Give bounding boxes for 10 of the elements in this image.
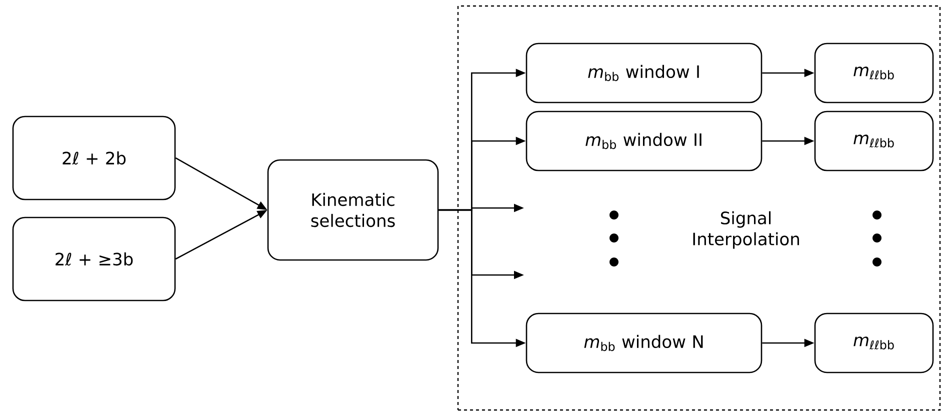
process-box: m$_{ℓℓbb}$ [814,312,934,374]
process-box: m$_{ℓℓbb}$ [814,42,934,104]
region-label: Signal Interpolation [693,211,799,249]
process-box: Kinematic selections [267,159,439,261]
process-box: m$_{ℓℓbb}$ [814,110,934,172]
process-box: m$_{bb}$ window II [526,110,762,172]
process-box: m$_{bb}$ window I [526,42,762,104]
process-box: 2ℓ + 2b [12,116,176,200]
process-box: 2ℓ + ≥3b [12,216,176,302]
process-box: m$_{bb}$ window N [526,312,762,374]
